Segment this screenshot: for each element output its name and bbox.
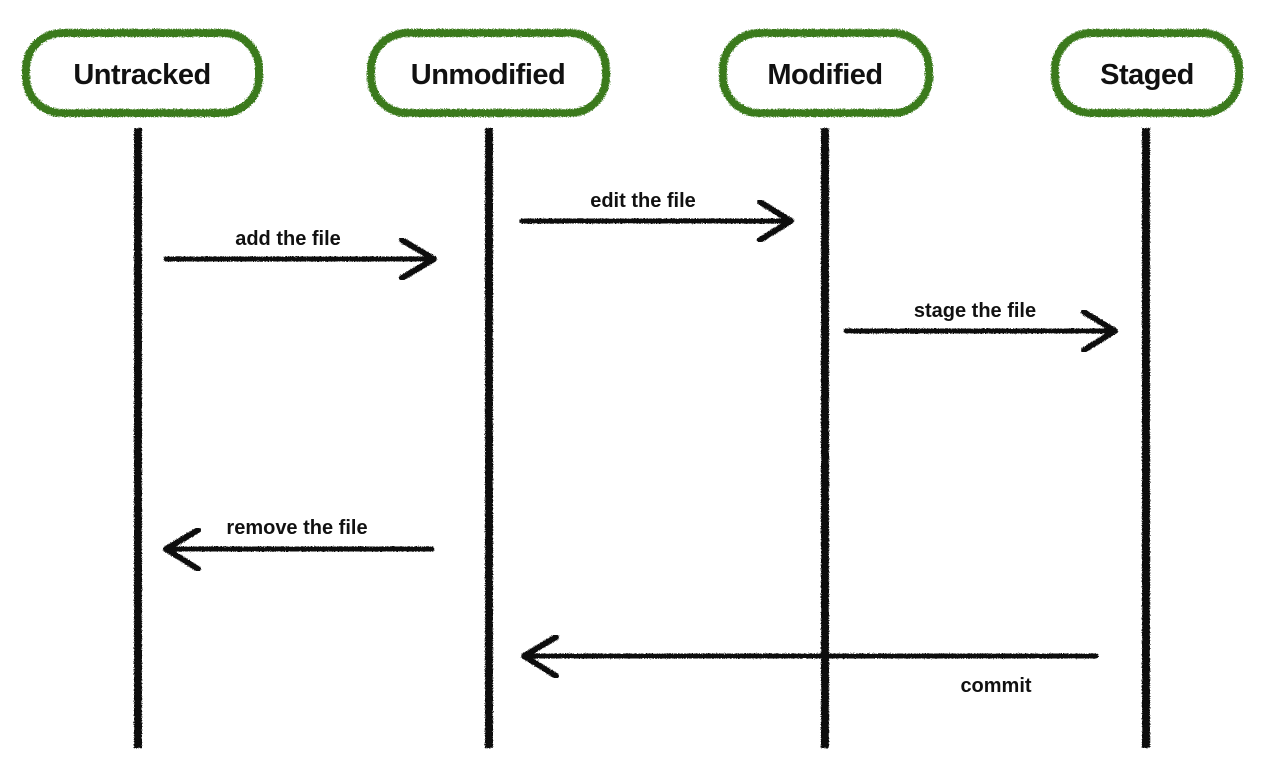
arrow-remove	[163, 527, 435, 572]
transition-stage: stage the file	[843, 300, 1118, 353]
arrow-edit	[519, 199, 794, 243]
arrow-add	[163, 237, 437, 281]
arrow-head-add	[399, 237, 437, 281]
transition-edit: edit the file	[519, 190, 794, 243]
lifelines	[134, 128, 1150, 748]
state-box-unmodified	[367, 29, 610, 117]
label-commit: commit	[960, 675, 1031, 697]
arrow-head-stage	[1081, 309, 1118, 353]
state-staged: Staged	[1051, 29, 1243, 117]
state-box-staged	[1051, 29, 1243, 117]
state-modified: Modified	[719, 29, 933, 117]
label-edit: edit the file	[590, 190, 696, 212]
state-untracked: Untracked	[22, 29, 263, 117]
arrow-head-remove	[163, 527, 201, 572]
state-box-untracked	[22, 29, 263, 117]
transition-remove: remove the file	[163, 517, 435, 572]
transition-add: add the file	[163, 228, 437, 281]
arrow-head-edit	[757, 199, 794, 243]
label-add: add the file	[235, 228, 341, 250]
arrow-commit	[521, 634, 1099, 679]
label-stage: stage the file	[914, 300, 1036, 322]
arrow-stage	[843, 309, 1118, 353]
state-box-modified	[719, 29, 933, 117]
label-remove: remove the file	[226, 517, 367, 539]
state-unmodified: Unmodified	[367, 29, 610, 117]
state-label-unmodified: Unmodified	[411, 59, 566, 91]
state-label-staged: Staged	[1100, 59, 1194, 91]
state-label-untracked: Untracked	[73, 59, 210, 91]
transition-commit: commit	[521, 634, 1099, 697]
state-label-modified: Modified	[767, 59, 882, 91]
arrow-head-commit	[521, 634, 559, 679]
